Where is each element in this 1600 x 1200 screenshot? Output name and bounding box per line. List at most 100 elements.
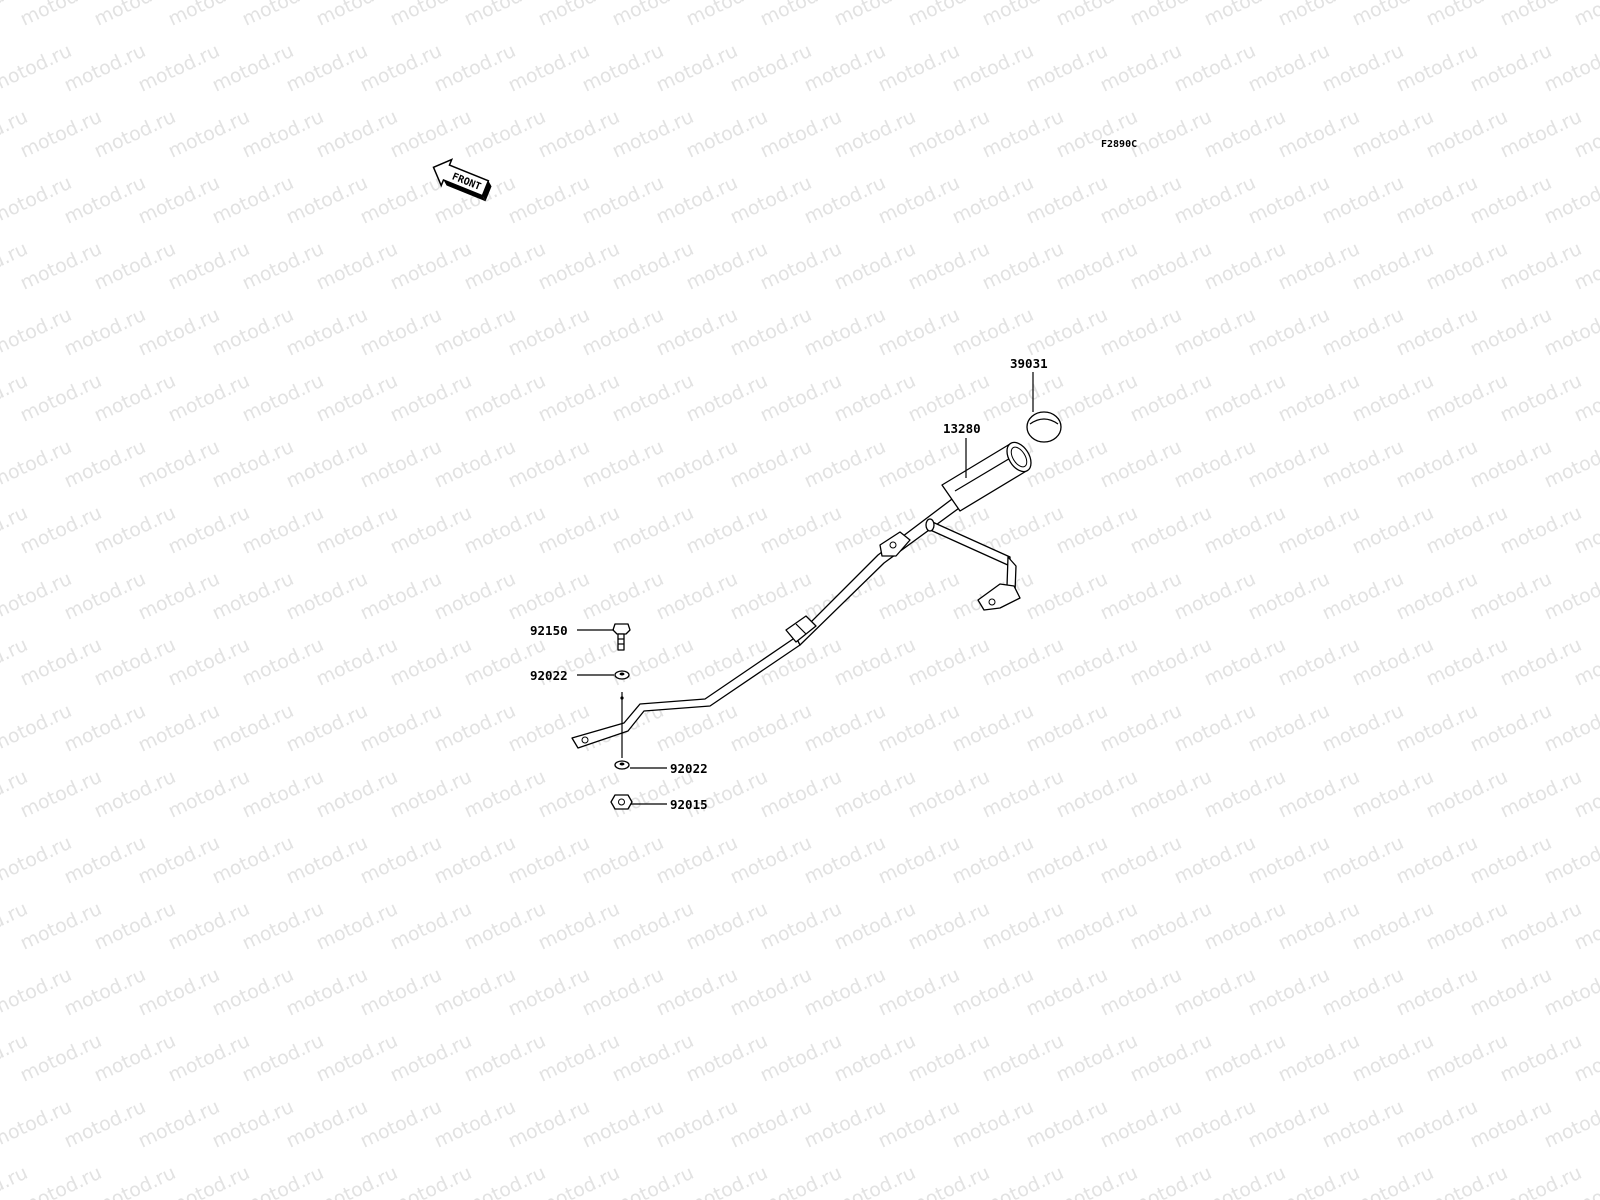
- watermark-text: motod.ru: [727, 436, 815, 493]
- watermark-text: motod.ru: [283, 436, 371, 493]
- watermark-text: motod.ru: [461, 106, 549, 163]
- watermark-text: motod.ru: [831, 1030, 919, 1087]
- watermark-text: motod.ru: [1171, 964, 1259, 1021]
- watermark-text: motod.ru: [875, 700, 963, 757]
- watermark-text: motod.ru: [1097, 436, 1185, 493]
- watermark-text: motod.ru: [757, 502, 845, 559]
- watermark-text: motod.ru: [1127, 1030, 1215, 1087]
- watermark-text: motod.ru: [387, 766, 475, 823]
- watermark-text: motod.ru: [1201, 0, 1289, 31]
- watermark-text: motod.ru: [1393, 1096, 1481, 1153]
- watermark-text: motod.ru: [579, 40, 667, 97]
- watermark-text: motod.ru: [875, 172, 963, 229]
- watermark-text: motod.ru: [1497, 898, 1585, 955]
- watermark-text: motod.ru: [757, 0, 845, 31]
- watermark-text: motod.ru: [431, 436, 519, 493]
- watermark-text: motod.ru: [283, 700, 371, 757]
- watermark-text: motod.ru: [1571, 0, 1600, 31]
- watermark-text: motod.ru: [609, 502, 697, 559]
- watermark-text: motod.ru: [1393, 964, 1481, 1021]
- watermark-text: motod.ru: [831, 634, 919, 691]
- watermark-text: motod.ru: [387, 370, 475, 427]
- watermark-text: motod.ru: [91, 1030, 179, 1087]
- watermark-text: motod.ru: [1349, 898, 1437, 955]
- watermark-text: motod.ru: [1319, 436, 1407, 493]
- watermark-text: motod.ru: [1275, 1030, 1363, 1087]
- watermark-text: motod.ru: [239, 766, 327, 823]
- watermark-text: motod.ru: [1023, 304, 1111, 361]
- watermark-text: motod.ru: [135, 700, 223, 757]
- watermark-text: motod.ru: [165, 106, 253, 163]
- watermark-text: motod.ru: [949, 40, 1037, 97]
- callout-92022-bottom[interactable]: 92022: [670, 761, 708, 776]
- watermark-text: motod.ru: [91, 0, 179, 31]
- watermark-text: motod.ru: [357, 304, 445, 361]
- watermark-text: motod.ru: [1201, 502, 1289, 559]
- washer-92022-top: [614, 670, 630, 680]
- watermark-text: motod.ru: [61, 1096, 149, 1153]
- watermark-text: motod.ru: [387, 1030, 475, 1087]
- watermark-text: motod.ru: [831, 766, 919, 823]
- watermark-text: motod.ru: [1171, 568, 1259, 625]
- watermark-text: motod.ru: [1497, 766, 1585, 823]
- watermark-text: motod.ru: [165, 766, 253, 823]
- watermark-text: motod.ru: [535, 1030, 623, 1087]
- watermark-text: motod.ru: [61, 436, 149, 493]
- watermark-text: motod.ru: [535, 370, 623, 427]
- watermark-text: motod.ru: [535, 238, 623, 295]
- watermark-text: motod.ru: [357, 1096, 445, 1153]
- watermark-text: motod.ru: [683, 370, 771, 427]
- watermark-text: motod.ru: [1171, 304, 1259, 361]
- watermark-text: motod.ru: [609, 238, 697, 295]
- callout-39031[interactable]: 39031: [1010, 356, 1048, 371]
- watermark-text: motod.ru: [1127, 766, 1215, 823]
- watermark-text: motod.ru: [61, 964, 149, 1021]
- watermark-text: motod.ru: [757, 106, 845, 163]
- watermark-text: motod.ru: [535, 106, 623, 163]
- watermark-text: motod.ru: [1349, 0, 1437, 31]
- watermark-text: motod.ru: [283, 304, 371, 361]
- bolt-92150: [612, 623, 631, 651]
- watermark-text: motod.ru: [17, 502, 105, 559]
- watermark-text: motod.ru: [875, 832, 963, 889]
- watermark-text: motod.ru: [1053, 898, 1141, 955]
- watermark-text: motod.ru: [1467, 172, 1555, 229]
- watermark-text: motod.ru: [1245, 172, 1333, 229]
- watermark-text: motod.ru: [1023, 700, 1111, 757]
- watermark-text: motod.ru: [653, 964, 741, 1021]
- watermark-text: motod.ru: [239, 1030, 327, 1087]
- watermark-text: motod.ru: [579, 568, 667, 625]
- watermark-text: motod.ru: [1053, 0, 1141, 31]
- callout-92022-top[interactable]: 92022: [530, 668, 568, 683]
- watermark-text: motod.ru: [1393, 436, 1481, 493]
- watermark-text: motod.ru: [165, 370, 253, 427]
- watermark-text: motod.ru: [1127, 0, 1215, 31]
- watermark-text: motod.ru: [831, 370, 919, 427]
- watermark-text: motod.ru: [727, 1096, 815, 1153]
- watermark-text: motod.ru: [653, 568, 741, 625]
- watermark-text: motod.ru: [135, 568, 223, 625]
- watermark-text: motod.ru: [1171, 832, 1259, 889]
- callout-13280[interactable]: 13280: [943, 421, 981, 436]
- watermark-text: motod.ru: [801, 1096, 889, 1153]
- watermark-text: motod.ru: [209, 964, 297, 1021]
- callout-92150[interactable]: 92150: [530, 623, 568, 638]
- watermark-text: motod.ru: [905, 0, 993, 31]
- callout-92015[interactable]: 92015: [670, 797, 708, 812]
- watermark-text: motod.ru: [1497, 370, 1585, 427]
- watermark-text: motod.ru: [757, 898, 845, 955]
- watermark-text: motod.ru: [1393, 172, 1481, 229]
- watermark-text: motod.ru: [1467, 700, 1555, 757]
- watermark-text: motod.ru: [0, 40, 75, 97]
- watermark-text: motod.ru: [357, 700, 445, 757]
- watermark-text: motod.ru: [801, 172, 889, 229]
- watermark-text: motod.ru: [1023, 1096, 1111, 1153]
- watermark-text: motod.ru: [875, 568, 963, 625]
- watermark-text: motod.ru: [653, 436, 741, 493]
- watermark-text: motod.ru: [17, 766, 105, 823]
- watermark-text: motod.ru: [239, 634, 327, 691]
- watermark-text: motod.ru: [875, 40, 963, 97]
- watermark-text: motod.ru: [1201, 238, 1289, 295]
- watermark-text: motod.ru: [61, 40, 149, 97]
- watermark-text: motod.ru: [1023, 832, 1111, 889]
